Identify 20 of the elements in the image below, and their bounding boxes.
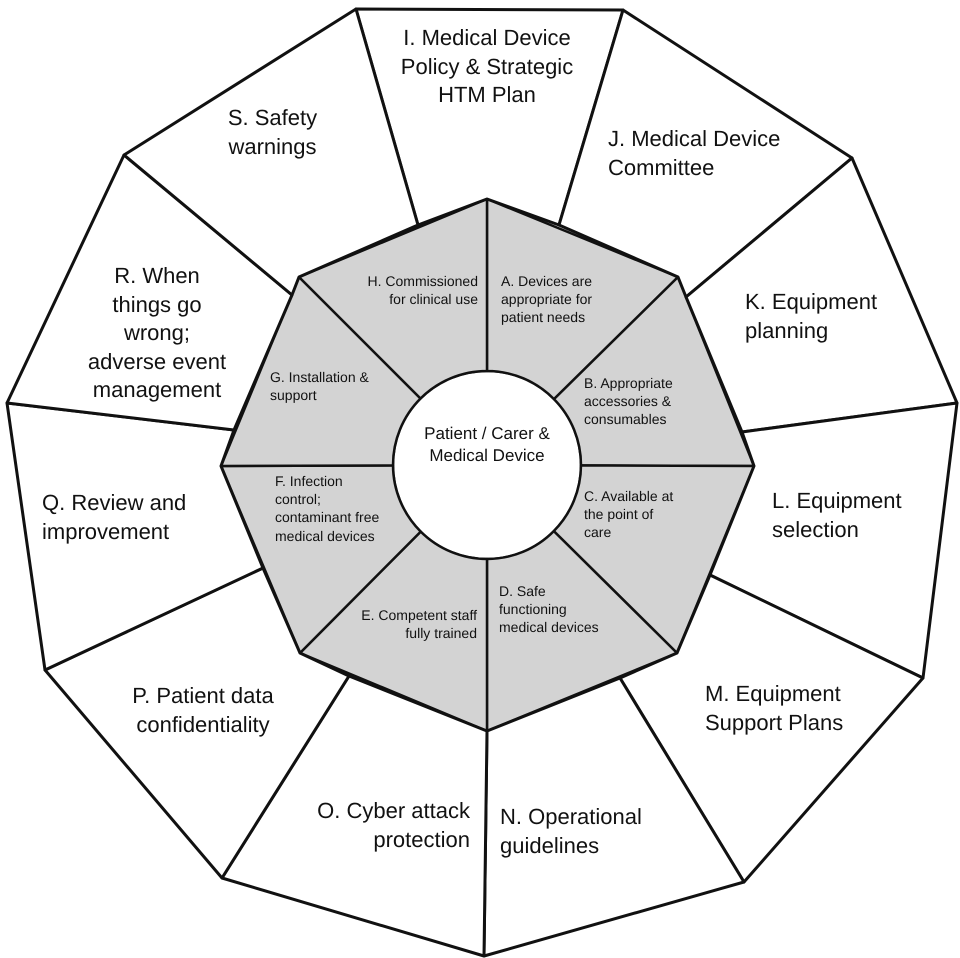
segment-label: H. Commissioned for clinical use xyxy=(366,272,478,308)
segment-label: G. Installation & support xyxy=(270,368,370,404)
segment-label: N. Operational guidelines xyxy=(500,803,643,860)
segment-label: R. When things go wrong; adverse event management xyxy=(86,262,228,404)
segment-label: B. Appropriate accessories & consumables xyxy=(584,374,674,429)
segment-label: I. Medical Device Policy & Strategic HTM Plan xyxy=(400,24,574,110)
segment-label: J. Medical Device Committee xyxy=(608,125,782,182)
segment-label: O. Cyber attack protection xyxy=(316,797,470,854)
segment-label: P. Patient data confidentiality xyxy=(131,682,275,739)
segment-label: A. Devices are appropriate for patient needs xyxy=(501,272,594,327)
segment-label: M. Equipment Support Plans xyxy=(705,680,844,737)
segment-label: Patient / Carer & Medical Device xyxy=(423,423,551,468)
segment-label: K. Equipment planning xyxy=(745,288,878,345)
segment-label: S. Safety warnings xyxy=(226,104,318,161)
segment-label: D. Safe functioning medical devices xyxy=(499,582,600,637)
segment-label: L. Equipment selection xyxy=(772,487,903,544)
segment-label: E. Competent staff fully trained xyxy=(360,606,477,642)
segment-label: Q. Review and improvement xyxy=(42,489,188,546)
segment-label: C. Available at the point of care xyxy=(584,487,674,542)
segment-label: F. Infection control; contaminant free medical devices xyxy=(275,472,380,545)
